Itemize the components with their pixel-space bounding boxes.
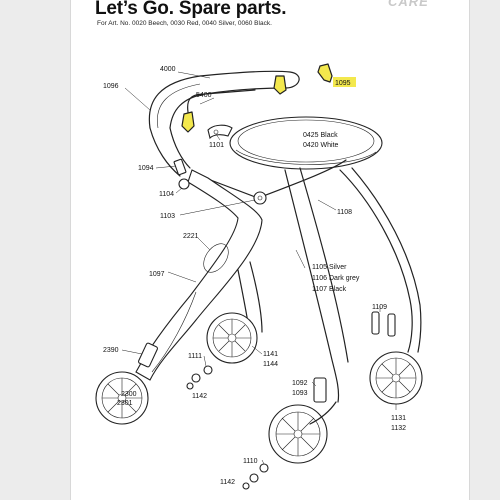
clip-1095-a <box>182 112 194 132</box>
frame-rear-leg <box>284 169 340 403</box>
label-5400: 5400 <box>196 92 212 99</box>
label-1141: 1141 <box>263 351 278 358</box>
washer-1111 <box>203 365 213 375</box>
fork-link <box>309 401 337 425</box>
clip-1095-c <box>318 64 332 82</box>
label-2301: 2301 <box>117 400 133 407</box>
joint-1103 <box>253 191 267 205</box>
page-title: Let’s Go. Spare parts. <box>95 0 287 19</box>
leader-lines <box>121 71 397 465</box>
sleeve-1109-a <box>371 311 380 335</box>
label-0425: 0425 Black <box>303 132 338 139</box>
label-4000: 4000 <box>160 66 176 73</box>
label-2390: 2390 <box>103 347 119 354</box>
label-1093: 1093 <box>292 390 308 397</box>
washer-1110-b <box>249 473 259 483</box>
label-1104: 1104 <box>159 191 174 198</box>
frame-front-right <box>339 169 413 353</box>
wheel-front-right <box>369 351 423 405</box>
clip-1095-b-outline <box>273 75 287 95</box>
sleeve-1109-b <box>387 313 396 337</box>
wheel-rear-left <box>95 371 149 425</box>
clip-1095-b <box>274 76 286 94</box>
part-1104 <box>178 178 190 190</box>
brake-2390 <box>138 342 158 368</box>
label-1101: 1101 <box>209 142 224 149</box>
frame-lower-2 <box>249 261 263 333</box>
label-1107: 1107 Black <box>312 286 347 293</box>
clip-1095-a-outline <box>181 111 195 133</box>
brand-logo: CARE <box>388 0 429 9</box>
joint-1103-center <box>257 195 263 201</box>
label-1095-highlight <box>333 77 356 87</box>
side-panel-2221 <box>203 243 229 273</box>
frame-cross-front <box>257 159 347 199</box>
frame-left-upper-2 <box>169 127 191 169</box>
washer-1142-b <box>242 482 250 490</box>
label-1105: 1105 Silver <box>312 264 347 271</box>
label-2221: 2221 <box>183 233 199 240</box>
label-1109: 1109 <box>372 304 387 311</box>
brake-handle-1101 <box>207 124 233 140</box>
label-2300: 2300 <box>121 391 137 398</box>
cable-1097 <box>151 291 197 373</box>
washer-1111-b <box>191 373 201 383</box>
label-0420: 0420 White <box>303 142 339 149</box>
label-1106: 1106 Dark grey <box>312 275 360 282</box>
washer-1142-a <box>186 382 194 390</box>
label-1144: 1144 <box>263 361 278 368</box>
label-1094: 1094 <box>138 165 154 172</box>
frame-left-upper <box>149 127 181 177</box>
label-1092: 1092 <box>292 380 308 387</box>
wheel-front-bottom <box>268 404 328 464</box>
fork-1092 <box>313 377 327 403</box>
wheel-rear-mid <box>206 312 258 364</box>
frame-main-left <box>135 169 263 381</box>
label-1096: 1096 <box>103 83 119 90</box>
label-1095: 1095 <box>335 80 351 87</box>
washer-1110 <box>259 463 269 473</box>
label-1103: 1103 <box>160 213 175 220</box>
label-1110: 1110 <box>243 458 258 465</box>
label-1108: 1108 <box>337 209 352 216</box>
label-1131: 1131 <box>391 415 406 422</box>
frame-front-right-2 <box>351 167 422 353</box>
label-1132: 1132 <box>391 425 406 432</box>
frame-rear-leg-2 <box>299 167 349 363</box>
tray <box>229 116 383 170</box>
label-1142-a: 1142 <box>192 393 207 400</box>
label-1097: 1097 <box>149 271 165 278</box>
label-1142-b: 1142 <box>220 479 235 486</box>
label-1111: 1111 <box>188 353 202 360</box>
clip-1095-c-outline <box>317 63 333 83</box>
part-1094 <box>173 158 187 176</box>
page-subtitle: For Art. No. 0020 Beech, 0030 Red, 0040 … <box>97 20 272 27</box>
